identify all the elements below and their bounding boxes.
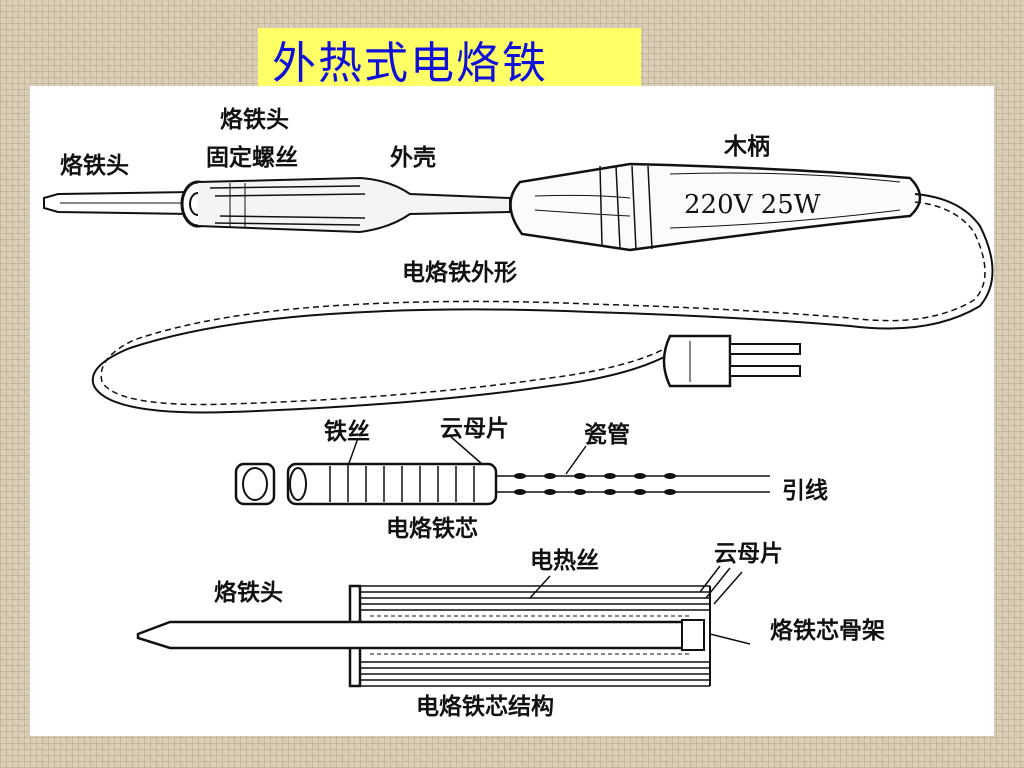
caption-exterior: 电烙铁外形 bbox=[402, 260, 517, 286]
core-tube bbox=[286, 462, 498, 506]
diagram-panel: 烙铁头 烙铁头 固定螺丝 外壳 木柄 220V 25W 电烙铁外形 铁丝 云母片… bbox=[30, 86, 994, 736]
label-mica-mid: 云母片 bbox=[440, 416, 509, 442]
wood-handle bbox=[509, 162, 922, 252]
label-tip: 烙铁头 bbox=[60, 153, 129, 179]
label-tip-screw-2: 固定螺丝 bbox=[206, 145, 298, 171]
iron-exterior bbox=[43, 162, 994, 414]
label-heating-wire: 电热丝 bbox=[530, 548, 599, 574]
caption-core: 电烙铁芯 bbox=[386, 516, 478, 542]
label-rating: 220V 25W bbox=[684, 190, 821, 220]
core-structure bbox=[136, 565, 751, 688]
label-wire: 铁丝 bbox=[324, 419, 370, 445]
heating-core bbox=[234, 435, 770, 506]
caption-core-structure: 电烙铁芯结构 bbox=[416, 694, 554, 720]
label-handle: 木柄 bbox=[724, 134, 770, 160]
page-title: 外热式电烙铁 bbox=[272, 38, 548, 89]
inner-tip bbox=[136, 620, 700, 650]
label-lead: 引线 bbox=[782, 478, 828, 504]
power-plug bbox=[662, 334, 732, 388]
label-ceramic: 瓷管 bbox=[584, 422, 630, 448]
label-mica-bottom: 云母片 bbox=[714, 541, 783, 567]
label-shell: 外壳 bbox=[390, 145, 436, 171]
lead-wires bbox=[496, 475, 770, 493]
label-tip-screw-1: 烙铁头 bbox=[220, 107, 289, 133]
soldering-iron-illustration bbox=[43, 162, 994, 688]
power-cord-upper bbox=[91, 193, 994, 414]
label-frame: 烙铁芯骨架 bbox=[770, 618, 885, 644]
label-tip-bottom: 烙铁头 bbox=[214, 580, 283, 606]
